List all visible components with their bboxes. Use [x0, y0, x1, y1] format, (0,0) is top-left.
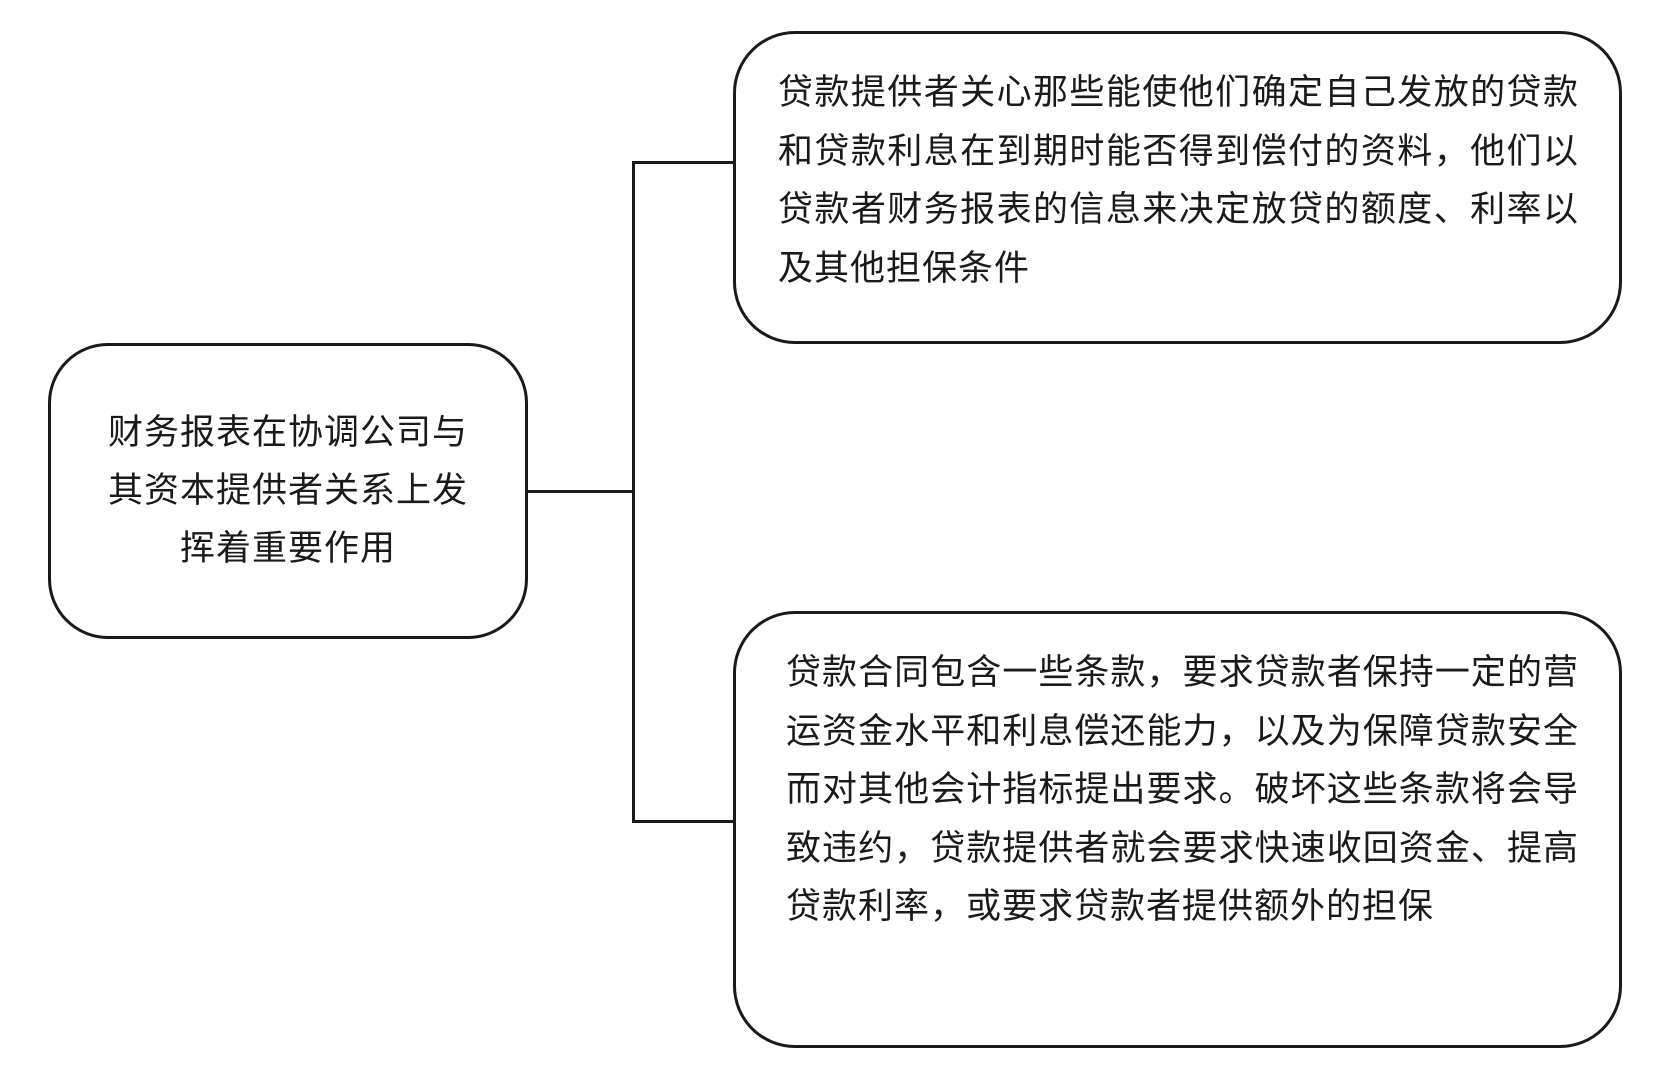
connector-top-branch — [632, 161, 734, 164]
root-node-text: 财务报表在协调公司与其资本提供者关系上发挥着重要作用 — [108, 413, 469, 569]
connector-root — [528, 490, 634, 493]
child-node-text: 贷款提供者关心那些能使他们确定自己发放的贷款和贷款利息在到期时能否得到偿付的资料… — [778, 73, 1579, 289]
root-node: 财务报表在协调公司与其资本提供者关系上发挥着重要作用 — [48, 343, 528, 639]
child-node-text: 贷款合同包含一些条款，要求贷款者保持一定的营运资金水平和利息偿还能力，以及为保障… — [786, 653, 1579, 927]
connector-bottom-branch — [632, 820, 734, 823]
child-node-loan-covenants: 贷款合同包含一些条款，要求贷款者保持一定的营运资金水平和利息偿还能力，以及为保障… — [733, 611, 1622, 1048]
connector-trunk — [632, 161, 635, 823]
child-node-lender-concerns: 贷款提供者关心那些能使他们确定自己发放的贷款和贷款利息在到期时能否得到偿付的资料… — [733, 31, 1622, 344]
